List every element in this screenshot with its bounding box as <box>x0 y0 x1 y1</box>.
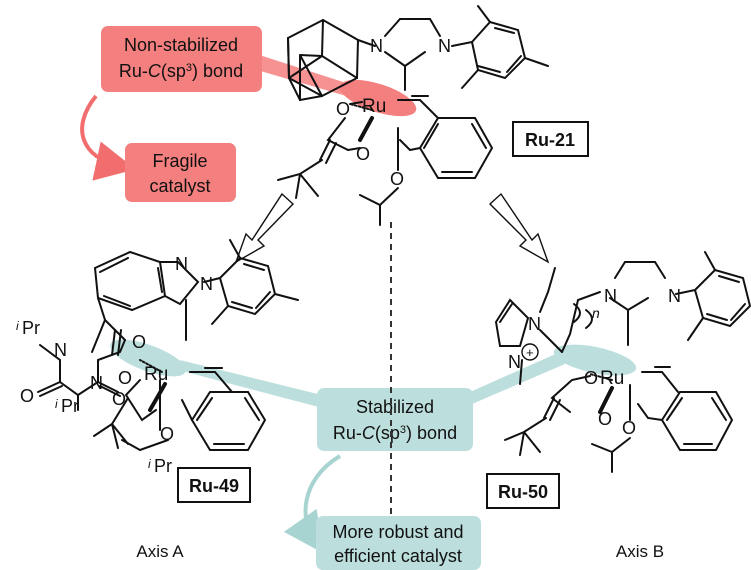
axis-b-label: Axis B <box>616 542 664 561</box>
svg-text:Pr: Pr <box>154 456 172 476</box>
cation-charge-icon <box>521 343 539 361</box>
stabilized-line2: Ru-C(sp3) bond <box>333 423 457 443</box>
svg-text:n: n <box>592 305 600 321</box>
hollow-arrow-right <box>488 192 550 264</box>
structure-ru49 <box>37 239 299 452</box>
svg-text:N: N <box>668 286 681 306</box>
svg-text:O: O <box>584 368 598 388</box>
non-stabilized-callout: Non-stabilized Ru-C(sp3) bond <box>101 26 262 92</box>
atoms-ru49: N N N N i Pr i Pr O O O O Ru O i Pr <box>16 254 213 476</box>
svg-text:O: O <box>160 424 174 444</box>
fragile-line2: catalyst <box>149 176 210 196</box>
compound-label-ru50: Ru-50 <box>486 473 560 509</box>
svg-text:O: O <box>336 99 350 119</box>
svg-text:N: N <box>604 286 617 306</box>
svg-text:O: O <box>132 332 146 352</box>
atoms-ru50: N N + n N N Ru O O O <box>508 286 681 438</box>
non-stabilized-line2: Ru-C(sp3) bond <box>119 61 243 81</box>
svg-text:+: + <box>526 345 534 360</box>
svg-text:i: i <box>16 319 19 333</box>
svg-text:O: O <box>112 389 126 409</box>
svg-text:O: O <box>118 368 132 388</box>
stabilized-highlight-right <box>470 344 637 404</box>
structure-ru50 <box>494 251 751 473</box>
robust-line2: efficient catalyst <box>334 546 462 566</box>
fragile-line1: Fragile <box>152 151 207 171</box>
svg-text:N: N <box>200 274 213 294</box>
svg-text:Ru: Ru <box>144 364 168 385</box>
svg-text:N: N <box>54 340 67 360</box>
svg-text:Ru: Ru <box>600 368 624 389</box>
svg-text:N: N <box>508 352 521 372</box>
svg-text:O: O <box>598 409 612 429</box>
stabilized-highlight-left <box>110 339 334 410</box>
svg-text:O: O <box>20 386 34 406</box>
compound-label-ru21: Ru-21 <box>512 121 589 157</box>
fragile-catalyst-callout: Fragile catalyst <box>125 143 236 202</box>
svg-text:N: N <box>370 36 383 56</box>
svg-text:N: N <box>438 36 451 56</box>
svg-text:O: O <box>622 418 636 438</box>
svg-text:O: O <box>390 169 404 189</box>
curved-arrow-to-fragile <box>80 94 136 181</box>
svg-text:Pr: Pr <box>61 396 79 416</box>
svg-text:O: O <box>356 144 370 164</box>
svg-text:N: N <box>528 314 541 334</box>
atoms-ru21: N N Ru O O O <box>336 36 451 189</box>
stabilized-line1: Stabilized <box>356 397 434 417</box>
svg-text:Ru-50: Ru-50 <box>498 482 548 502</box>
svg-text:i: i <box>55 397 58 411</box>
axis-a-label: Axis A <box>136 542 184 561</box>
svg-text:N: N <box>175 254 188 274</box>
stabilized-callout: Stabilized Ru-C(sp3) bond <box>317 388 473 451</box>
non-stabilized-line1: Non-stabilized <box>124 35 238 55</box>
svg-text:Ru: Ru <box>362 96 386 117</box>
robust-catalyst-callout: More robust and efficient catalyst <box>316 516 481 570</box>
hollow-arrow-left <box>234 192 295 264</box>
svg-text:Ru-21: Ru-21 <box>525 130 575 150</box>
robust-line1: More robust and <box>332 522 463 542</box>
svg-text:N: N <box>90 373 103 393</box>
svg-text:i: i <box>148 457 151 471</box>
svg-text:Pr: Pr <box>22 318 40 338</box>
curved-arrow-to-robust <box>283 454 342 554</box>
svg-text:Ru-49: Ru-49 <box>189 476 239 496</box>
structure-ru21 <box>277 5 549 226</box>
compound-label-ru49: Ru-49 <box>177 467 251 503</box>
